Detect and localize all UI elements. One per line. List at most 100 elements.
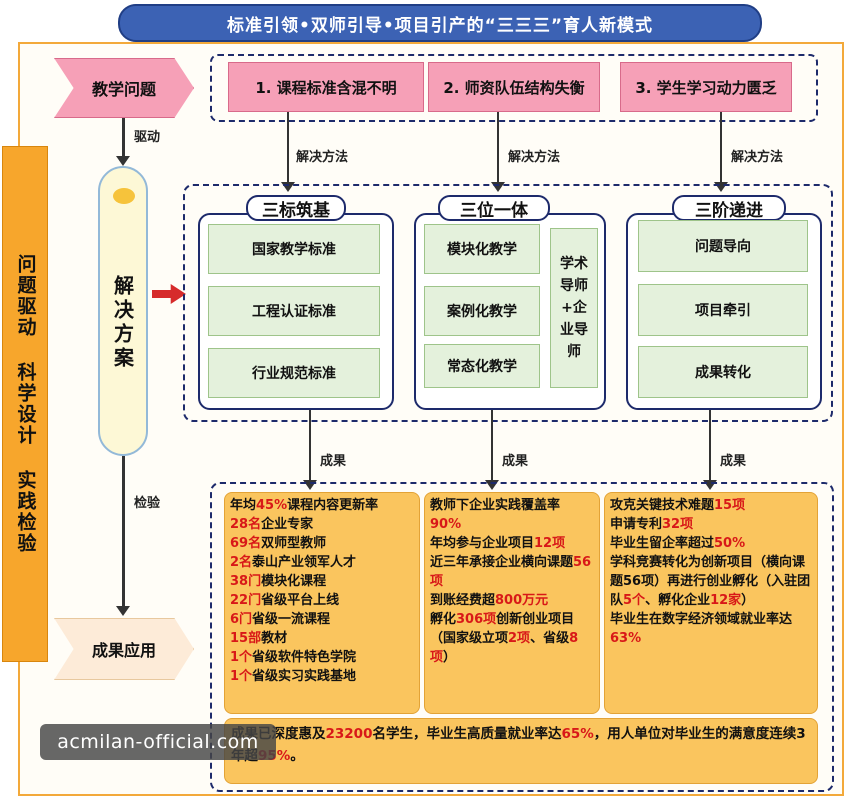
standard-item-2: 工程认证标准 xyxy=(208,286,380,336)
result-line: 年均45%课程内容更新率 xyxy=(230,496,414,515)
result-text: 孵化 xyxy=(430,612,457,627)
result-line: 孵化306项创新创业项目（国家级立项2项、省级8项） xyxy=(430,610,594,667)
highlight-value: 65% xyxy=(561,726,594,742)
result-text: 申请专利 xyxy=(610,517,663,532)
teaching-problem-label: 教学问题 xyxy=(54,58,194,118)
result-line: 申请专利32项 xyxy=(610,515,812,534)
problem-box-1: 1. 课程标准含混不明 xyxy=(228,62,424,112)
highlight-value: 22门 xyxy=(230,593,262,608)
highlight-value: 23200 xyxy=(325,726,373,742)
result-line: 近三年承接企业横向课题56项 xyxy=(430,553,594,591)
teaching-item-3: 常态化教学 xyxy=(424,344,540,388)
solutions-region xyxy=(183,184,833,422)
result-text: 模块化课程 xyxy=(261,574,327,589)
method-connector-1 xyxy=(287,112,289,184)
highlight-value: 50% xyxy=(714,536,746,551)
result-line: 22门省级平台上线 xyxy=(230,591,414,610)
outcome-arrowhead-1 xyxy=(303,480,317,490)
result-line: 年均参与企业项目12项 xyxy=(430,534,594,553)
drive-label: 驱动 xyxy=(134,130,161,145)
highlight-value: 1个 xyxy=(230,650,253,665)
outcome-connector-1 xyxy=(309,410,311,482)
highlight-value: 12家 xyxy=(710,593,742,608)
result-line: 1个省级实习实践基地 xyxy=(230,667,414,686)
result-text: 年均 xyxy=(230,498,257,513)
highlight-value: 12项 xyxy=(534,536,566,551)
result-text: 双师型教师 xyxy=(261,536,327,551)
result-line: 攻克关键技术难题15项 xyxy=(610,496,812,515)
outcome-label-1: 成果 xyxy=(320,454,347,469)
standard-item-1: 国家教学标准 xyxy=(208,224,380,274)
highlight-value: 45% xyxy=(256,498,288,513)
highlight-value: 63% xyxy=(610,631,642,646)
result-text: 创新创业项目（国家级立项 xyxy=(430,612,575,646)
panel-header-1: 三标筑基 xyxy=(246,195,346,221)
highlight-value: 69名 xyxy=(230,536,262,551)
highlight-value: 90% xyxy=(430,517,462,532)
highlight-value: 2名 xyxy=(230,555,253,570)
panel-header-2: 三位一体 xyxy=(438,195,550,221)
results-region xyxy=(210,482,834,792)
result-line: 1个省级软件特色学院 xyxy=(230,648,414,667)
result-text: 近三年承接企业横向课题 xyxy=(430,555,574,570)
stage-item-2: 项目牵引 xyxy=(638,284,808,336)
result-text: 年均参与企业项目 xyxy=(430,536,535,551)
result-summary: 成果已深度惠及23200名学生，毕业生高质量就业率达65%，用人单位对毕业生的满… xyxy=(224,718,818,784)
highlight-value: 1个 xyxy=(230,669,253,684)
result-line: 成果已深度惠及23200名学生，毕业生高质量就业率达65%，用人单位对毕业生的满… xyxy=(231,723,811,767)
result-text: 教材 xyxy=(261,631,288,646)
result-text: 学科竞赛转化为创新项目（横向课题56项）再进行创业孵化（入驻团队 xyxy=(610,555,811,608)
result-text: 到账经费超 xyxy=(430,593,496,608)
method-label-3: 解决方法 xyxy=(731,150,784,165)
teaching-item-1: 模块化教学 xyxy=(424,224,540,274)
page-title: 标准引领•双师引导•项目引产的“三三三”育人新模式 xyxy=(118,4,762,42)
pill-dot xyxy=(113,188,135,204)
highlight-value: 800万元 xyxy=(495,593,549,608)
problem-box-3: 3. 学生学习动力匮乏 xyxy=(620,62,792,112)
result-text: 泰山产业领军人才 xyxy=(252,555,357,570)
outcome-arrowhead-3 xyxy=(703,480,717,490)
result-line: 学科竞赛转化为创新项目（横向课题56项）再进行创业孵化（入驻团队5个、孵化企业1… xyxy=(610,553,812,610)
watermark: acmilan-official.com xyxy=(40,724,276,760)
result-text: 省级平台上线 xyxy=(261,593,340,608)
highlight-value: 38门 xyxy=(230,574,262,589)
side-strip: 问题驱动 科学设计 实践检验 xyxy=(2,146,48,662)
result-line: 15部教材 xyxy=(230,629,414,648)
highlight-value: 32项 xyxy=(662,517,694,532)
result-text: 省级一流课程 xyxy=(252,612,331,627)
highlight-value: 56项 xyxy=(430,555,592,589)
result-line: 69名双师型教师 xyxy=(230,534,414,553)
outcome-label-2: 成果 xyxy=(502,454,529,469)
method-connector-3 xyxy=(720,112,722,184)
result-text: 教师下企业实践覆盖率 xyxy=(430,498,561,513)
method-arrowhead-2 xyxy=(491,182,505,192)
drive-connector xyxy=(122,118,125,158)
result-text: 毕业生留企率超过 xyxy=(610,536,715,551)
result-text: ） xyxy=(443,650,457,665)
result-text: 省级软件特色学院 xyxy=(252,650,357,665)
highlight-value: 15部 xyxy=(230,631,262,646)
method-arrowhead-3 xyxy=(714,182,728,192)
highlight-value: 5个 xyxy=(623,593,646,608)
side-strip-text: 问题驱动 科学设计 实践检验 xyxy=(14,254,37,554)
outcome-label-3: 成果 xyxy=(720,454,747,469)
method-label-1: 解决方法 xyxy=(296,150,349,165)
result-text: 省级实习实践基地 xyxy=(252,669,357,684)
stage-item-1: 问题导向 xyxy=(638,220,808,272)
result-text: 。 xyxy=(290,748,304,764)
result-text: ） xyxy=(741,593,755,608)
problems-region xyxy=(210,54,818,122)
dual-mentor-box: 学术导师+企业导师 xyxy=(550,228,598,388)
check-connector xyxy=(122,456,125,608)
result-line: 2名泰山产业领军人才 xyxy=(230,553,414,572)
highlight-value: 2项 xyxy=(508,631,531,646)
check-label: 检验 xyxy=(134,496,161,511)
method-arrowhead-1 xyxy=(281,182,295,192)
highlight-value: 15项 xyxy=(714,498,746,513)
highlight-value: 6门 xyxy=(230,612,253,627)
result-text: 、孵化企业 xyxy=(645,593,711,608)
result-text: 、省级 xyxy=(530,631,570,646)
result-line: 6门省级一流课程 xyxy=(230,610,414,629)
result-line: 教师下企业实践覆盖率 xyxy=(430,496,594,515)
